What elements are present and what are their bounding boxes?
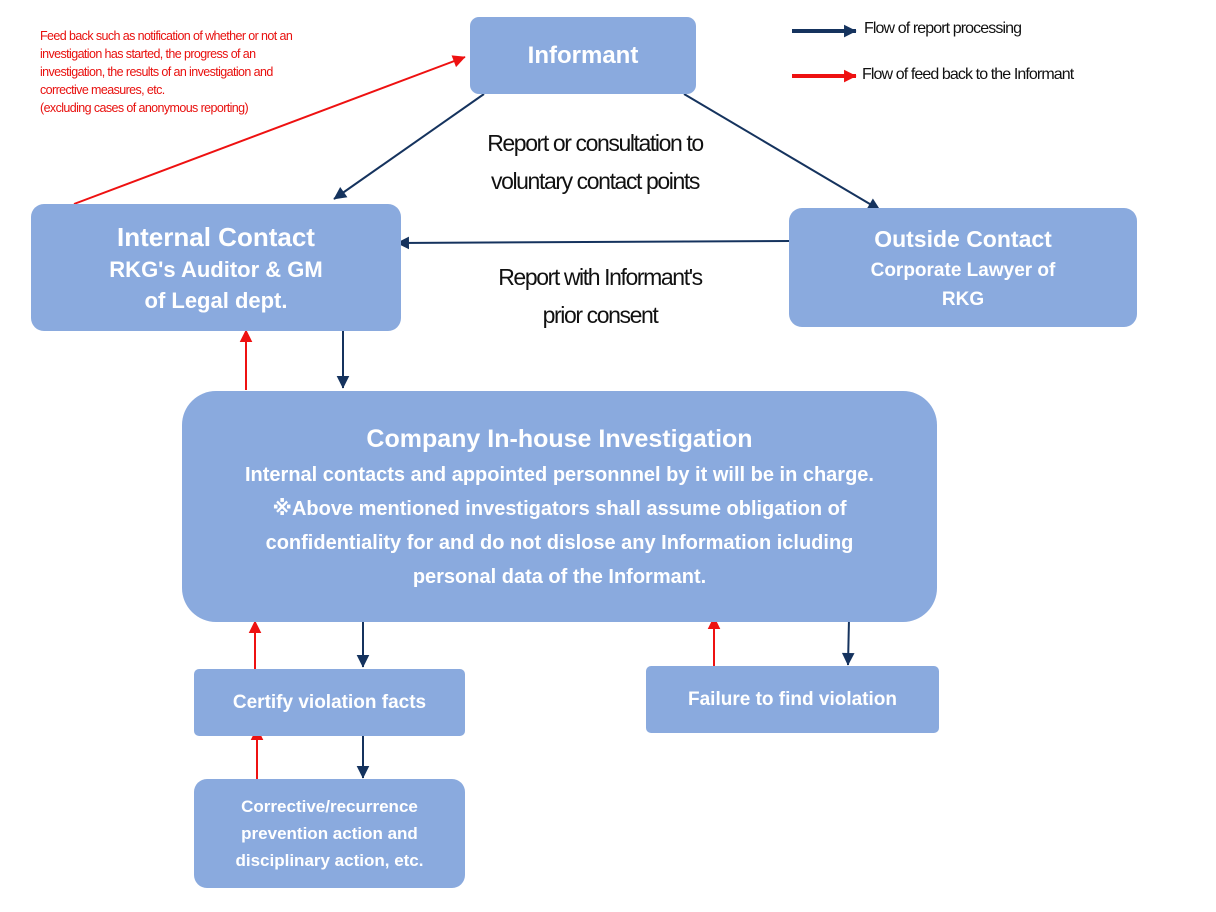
report-consultation-line-1: Report or consultation to	[487, 130, 704, 156]
investigation-title: Company In-house Investigation	[366, 424, 753, 453]
internal-contact-title: Internal Contact	[117, 221, 315, 252]
report-consent-line-2: prior consent	[542, 302, 659, 328]
feedback-note-line-2: investigation has started, the progress …	[40, 47, 256, 61]
outside-contact-line-1: Corporate Lawyer of	[870, 259, 1056, 281]
feedback-note-line-3: investigation, the results of an investi…	[40, 65, 273, 79]
arrow-outside-to-internal	[396, 236, 791, 250]
report-consent-label: Report with Informant's prior consent	[440, 258, 760, 334]
internal-contact-line-2: of Legal dept.	[144, 287, 288, 313]
certify-label: Certify violation facts	[232, 691, 427, 713]
informant-node: Informant	[470, 17, 696, 94]
investigation-line-3: confidentiality for and do not dislose a…	[265, 531, 854, 554]
arrow-feedback-to-informant	[73, 55, 466, 205]
outside-contact-node: Outside Contact Corporate Lawyer of RKG	[789, 208, 1137, 327]
legend-report-label: Flow of report processing	[864, 20, 1022, 37]
investigation-line-1: Internal contacts and appointed personnn…	[245, 463, 874, 486]
investigation-line-2: ※Above mentioned investigators shall ass…	[272, 497, 847, 520]
feedback-note: Feed back such as notification of whethe…	[40, 27, 360, 117]
arrow-investigation-to-failure	[841, 618, 855, 666]
certify-node: Certify violation facts	[194, 669, 465, 736]
failure-label: Failure to find violation	[688, 688, 897, 710]
arrow-informant-to-outside	[683, 93, 881, 211]
feedback-note-line-1: Feed back such as notification of whethe…	[40, 29, 293, 43]
investigation-node: Company In-house Investigation Internal …	[182, 391, 937, 622]
outside-contact-title: Outside Contact	[874, 225, 1052, 252]
report-consent-line-1: Report with Informant's	[498, 264, 703, 290]
corrective-line-3: disciplinary action, etc.	[235, 851, 424, 870]
failure-node: Failure to find violation	[646, 666, 939, 733]
outside-contact-line-2: RKG	[941, 288, 985, 310]
internal-contact-line-1: RKG's Auditor & GM	[109, 256, 323, 282]
legend-feedback-label: Flow of feed back to the Informant	[862, 66, 1074, 83]
report-consultation-line-2: voluntary contact points	[490, 168, 700, 194]
feedback-note-line-4: corrective measures, etc.	[40, 83, 165, 97]
arrow-informant-to-internal	[333, 93, 485, 200]
corrective-node: Corrective/recurrence prevention action …	[194, 779, 465, 888]
corrective-line-2: prevention action and	[241, 824, 418, 843]
feedback-note-line-5: (excluding cases of anonymous reporting)	[40, 101, 249, 115]
corrective-line-1: Corrective/recurrence	[241, 797, 418, 816]
investigation-line-4: personal data of the Informant.	[412, 565, 707, 588]
informant-label: Informant	[527, 41, 639, 69]
report-consultation-label: Report or consultation to voluntary cont…	[440, 124, 750, 200]
internal-contact-node: Internal Contact RKG's Auditor & GM of L…	[31, 204, 401, 331]
